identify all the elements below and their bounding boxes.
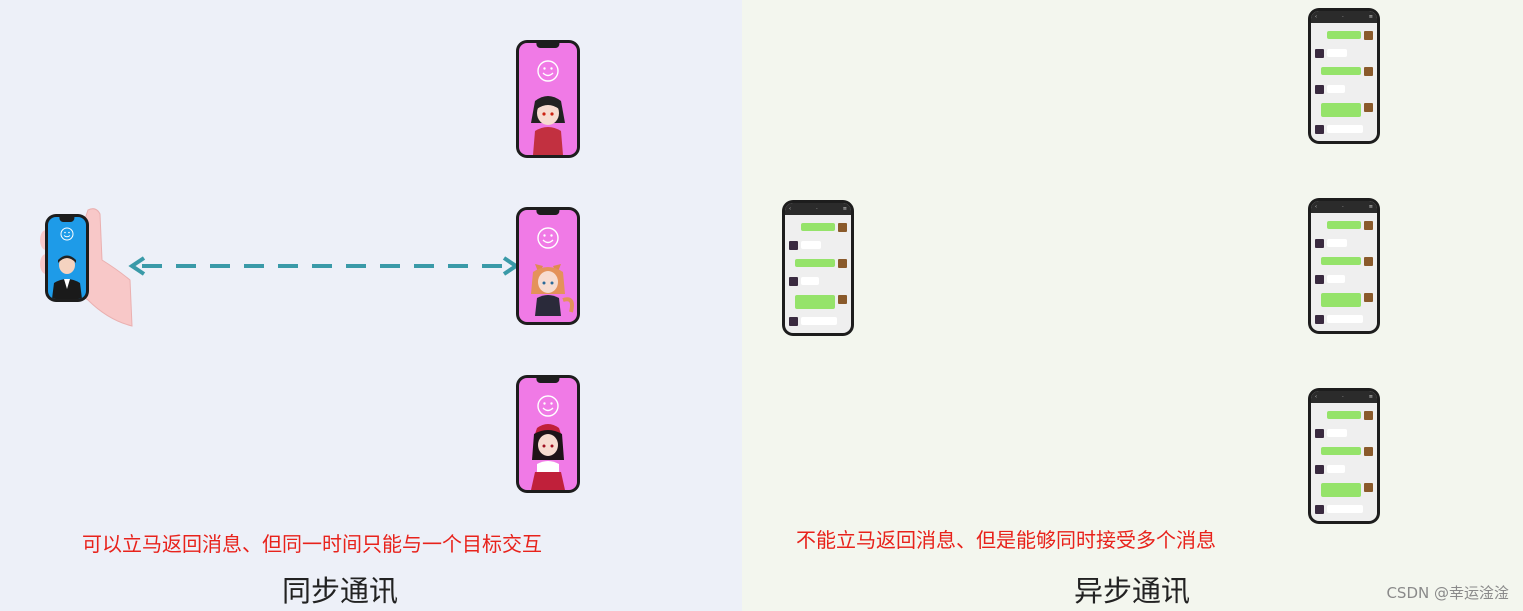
- chat-bubble-in: [1327, 429, 1347, 437]
- chat-bubble-in: [801, 317, 837, 325]
- chat-bubble-out: [1321, 103, 1361, 117]
- chat-bubble-out: [1321, 67, 1361, 75]
- async-sender-phone: ‹·≡: [782, 200, 854, 336]
- chat-bubble-out: [801, 223, 835, 231]
- anime-character-icon: [531, 96, 565, 155]
- chat-bubble-in: [801, 277, 819, 285]
- bidirectional-arrow: [128, 256, 520, 276]
- async-receiver-phone-3: ‹·≡: [1308, 388, 1380, 524]
- chat-bubble-out: [1321, 293, 1361, 307]
- chat-bubble-in: [1327, 315, 1363, 323]
- chat-bubble-out: [1327, 221, 1361, 229]
- chat-header: ‹·≡: [785, 203, 851, 215]
- chat-bubble-in: [801, 241, 821, 249]
- chat-bubble-out: [1321, 257, 1361, 265]
- async-panel: ‹·≡ ‹·≡ ‹·≡: [742, 0, 1523, 611]
- sync-title: 同步通讯: [282, 574, 399, 608]
- receiver-phone-3: [516, 375, 580, 493]
- sender-phone: [45, 214, 89, 302]
- anime-character-icon: [531, 264, 574, 316]
- chat-bubble-in: [1327, 465, 1345, 473]
- chat-bubble-out: [795, 295, 835, 309]
- chat-header: ‹·≡: [1311, 391, 1377, 403]
- chat-bubble-out: [1321, 447, 1361, 455]
- chat-bubble-in: [1327, 505, 1363, 513]
- chat-bubble-in: [1327, 49, 1347, 57]
- async-receiver-phone-1: ‹·≡: [1308, 8, 1380, 144]
- chat-header: ‹·≡: [1311, 11, 1377, 23]
- sync-caption: 可以立马返回消息、但同一时间只能与一个目标交互: [82, 532, 542, 556]
- person-icon: [52, 255, 82, 299]
- chat-bubble-out: [1327, 31, 1361, 39]
- chat-bubble-in: [1327, 239, 1347, 247]
- chat-header: ‹·≡: [1311, 201, 1377, 213]
- chat-bubble-in: [1327, 275, 1345, 283]
- receiver-phone-2: [516, 207, 580, 325]
- smiley-icon: [537, 227, 559, 249]
- async-receiver-phone-2: ‹·≡: [1308, 198, 1380, 334]
- chat-bubble-out: [1321, 483, 1361, 497]
- smiley-icon: [60, 227, 74, 241]
- chat-bubble-in: [1327, 85, 1345, 93]
- smiley-icon: [537, 395, 559, 417]
- watermark: CSDN @幸运淦淦: [1386, 584, 1509, 602]
- receiver-phone-1: [516, 40, 580, 158]
- anime-character-icon: [531, 424, 565, 490]
- chat-bubble-out: [1327, 411, 1361, 419]
- async-caption: 不能立马返回消息、但是能够同时接受多个消息: [796, 528, 1216, 552]
- sync-panel: 可以立马返回消息、但同一时间只能与一个目标交互 同步通讯: [0, 0, 742, 611]
- chat-bubble-out: [795, 259, 835, 267]
- smiley-icon: [537, 60, 559, 82]
- async-title: 异步通讯: [1074, 574, 1191, 608]
- chat-bubble-in: [1327, 125, 1363, 133]
